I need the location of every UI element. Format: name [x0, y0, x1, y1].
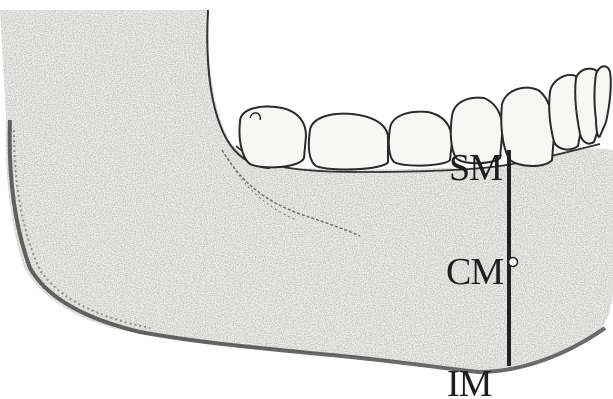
premolar-tooth [389, 112, 452, 166]
im-label: IM [447, 363, 492, 399]
sm-label: SM [449, 147, 502, 189]
incisor-tooth [595, 66, 611, 137]
cm-label: CM [446, 251, 503, 293]
molar-tooth [309, 114, 388, 170]
cm-point-marker [509, 258, 518, 267]
molar-tooth [239, 107, 306, 168]
